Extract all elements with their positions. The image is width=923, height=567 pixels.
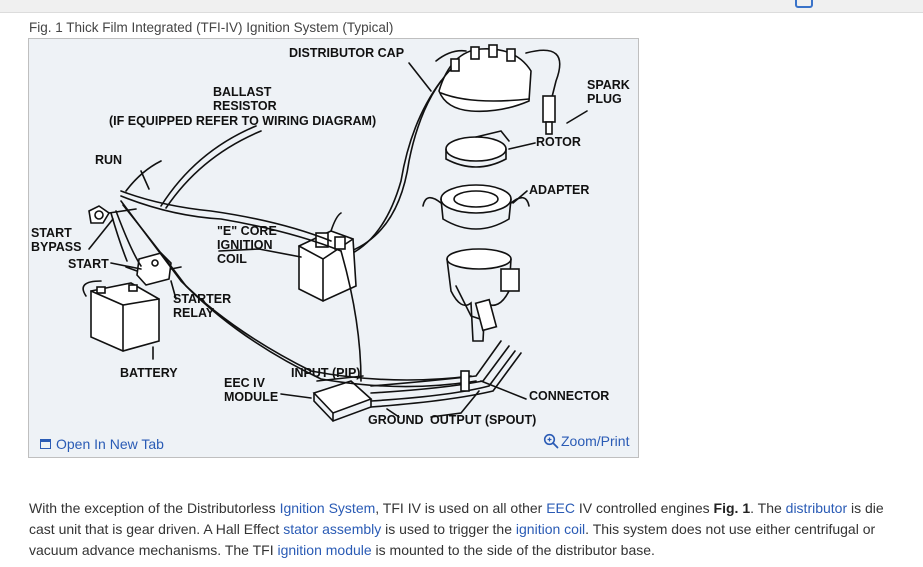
open-new-tab-label: Open In New Tab (56, 436, 164, 452)
label-ignition: IGNITION (217, 238, 273, 252)
label-if-equipped: (IF EQUIPPED REFER TO WIRING DIAGRAM) (109, 114, 376, 128)
label-coil: COIL (217, 252, 247, 266)
label-plug: PLUG (587, 92, 622, 106)
magnifier-icon (543, 433, 559, 449)
para-text: With the exception of the Distributorles… (29, 500, 280, 516)
label-module: MODULE (224, 390, 278, 404)
label-e-core: "E" CORE (217, 224, 277, 238)
label-run: RUN (95, 153, 122, 167)
label-connector: CONNECTOR (529, 389, 609, 403)
label-starter: STARTER (173, 292, 231, 306)
figure-caption: Fig. 1 Thick Film Integrated (TFI-IV) Ig… (29, 20, 394, 35)
top-toolbar (0, 0, 923, 13)
label-relay: RELAY (173, 306, 215, 320)
link-eec[interactable]: EEC (546, 500, 576, 516)
link-ignition-system[interactable]: Ignition System (279, 500, 376, 516)
para-text: , TFI IV is used on all other (375, 500, 547, 516)
label-input-pip: INPUT (PIP) (291, 366, 360, 380)
open-new-tab-link[interactable]: Open In New Tab (40, 436, 164, 452)
fig-ref: Fig. 1 (713, 500, 751, 516)
label-output-spout: OUTPUT (SPOUT) (430, 413, 536, 427)
article-paragraph: With the exception of the Distributorles… (29, 498, 909, 561)
link-ignition-module[interactable]: ignition module (277, 542, 372, 558)
link-distributor[interactable]: distributor (785, 500, 848, 516)
para-text: IV controlled engines (575, 500, 714, 516)
label-rotor: ROTOR (536, 135, 581, 149)
para-text: . This system does not use either centri… (29, 521, 876, 558)
zoom-print-link[interactable]: Zoom/Print (543, 433, 629, 449)
open-new-tab-icon (40, 439, 51, 449)
label-distributor-cap: DISTRIBUTOR CAP (289, 46, 404, 60)
ignition-diagram: DISTRIBUTOR CAP SPARK PLUG BALLAST RESIS… (31, 44, 630, 427)
label-start-bypass-1: START (31, 226, 72, 240)
label-battery: BATTERY (120, 366, 178, 380)
para-text: . The (750, 500, 786, 516)
label-resistor: RESISTOR (213, 99, 277, 113)
zoom-print-label: Zoom/Print (561, 433, 630, 449)
link-ignition-coil[interactable]: ignition coil (515, 521, 586, 537)
label-start: START (68, 257, 109, 271)
label-adapter: ADAPTER (529, 183, 589, 197)
label-ground: GROUND (368, 413, 424, 427)
para-text: is mounted to the side of the distributo… (371, 542, 655, 558)
label-spark: SPARK (587, 78, 630, 92)
label-ballast: BALLAST (213, 85, 272, 99)
label-start-bypass-2: BYPASS (31, 240, 81, 254)
figure-frame: DISTRIBUTOR CAP SPARK PLUG BALLAST RESIS… (28, 38, 639, 458)
para-text: is used to trigger the (381, 521, 516, 537)
image-icon[interactable] (795, 0, 813, 8)
para-text: is die cast unit that is gear driven. A … (29, 500, 884, 537)
link-stator-assembly[interactable]: stator assembly (283, 521, 382, 537)
label-eec-iv: EEC IV (224, 376, 266, 390)
